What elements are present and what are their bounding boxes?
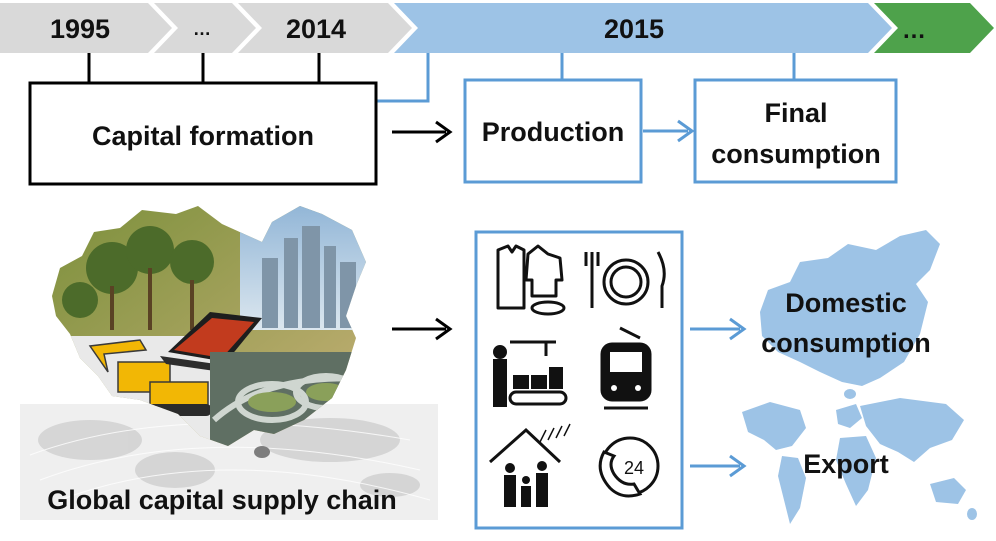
capital-formation-box: Capital formation <box>28 81 378 186</box>
arrow-capital-to-production <box>392 120 453 144</box>
production-box: Production <box>463 78 643 184</box>
timeline-label-ellipsis: … <box>193 19 211 39</box>
timeline-segment-future <box>874 3 994 53</box>
world-map-icon <box>742 398 977 524</box>
timeline-segment-2014 <box>238 3 412 53</box>
arrow-to-export <box>690 454 747 478</box>
arrow-supply-to-products <box>392 317 453 341</box>
supply-chain-caption: Global capital supply chain <box>47 485 397 515</box>
timeline-segment-ellipsis <box>154 3 256 53</box>
capital-formation-label: Capital formation <box>92 121 314 151</box>
timeline-segment-1995 <box>0 3 172 53</box>
timeline-label-future: … <box>902 17 926 44</box>
timeline-label-2015: 2015 <box>604 14 664 44</box>
timeline: 1995 … 2014 2015 … <box>0 3 994 53</box>
timeline-label-1995: 1995 <box>50 14 110 44</box>
export-label: Export <box>803 449 889 479</box>
china-map-icon <box>760 230 940 399</box>
timeline-label-2014: 2014 <box>286 14 346 44</box>
final-consumption-label-line1: Final <box>764 98 827 128</box>
svg-text:24: 24 <box>624 458 644 478</box>
phone-24h-icon: 24 <box>598 436 660 498</box>
dining-icon <box>584 251 666 308</box>
domestic-consumption-label-line2: consumption <box>761 328 931 358</box>
housing-family-icon <box>489 423 571 507</box>
timeline-segment-2015 <box>394 3 892 53</box>
products-panel: 24 <box>474 230 684 530</box>
clothing-icon <box>496 244 566 316</box>
production-label: Production <box>482 117 625 147</box>
manufacturing-icon <box>493 340 568 407</box>
timeline-connectors <box>87 53 796 103</box>
tram-icon <box>600 326 652 410</box>
domestic-consumption-label-line1: Domestic <box>785 288 907 318</box>
arrow-to-domestic <box>690 317 747 341</box>
arrow-production-to-consumption <box>643 119 695 143</box>
final-consumption-box: Final consumption <box>693 78 898 184</box>
final-consumption-label-line2: consumption <box>711 139 881 169</box>
global-capital-supply-chain-image: Global capital supply chain <box>20 206 438 520</box>
